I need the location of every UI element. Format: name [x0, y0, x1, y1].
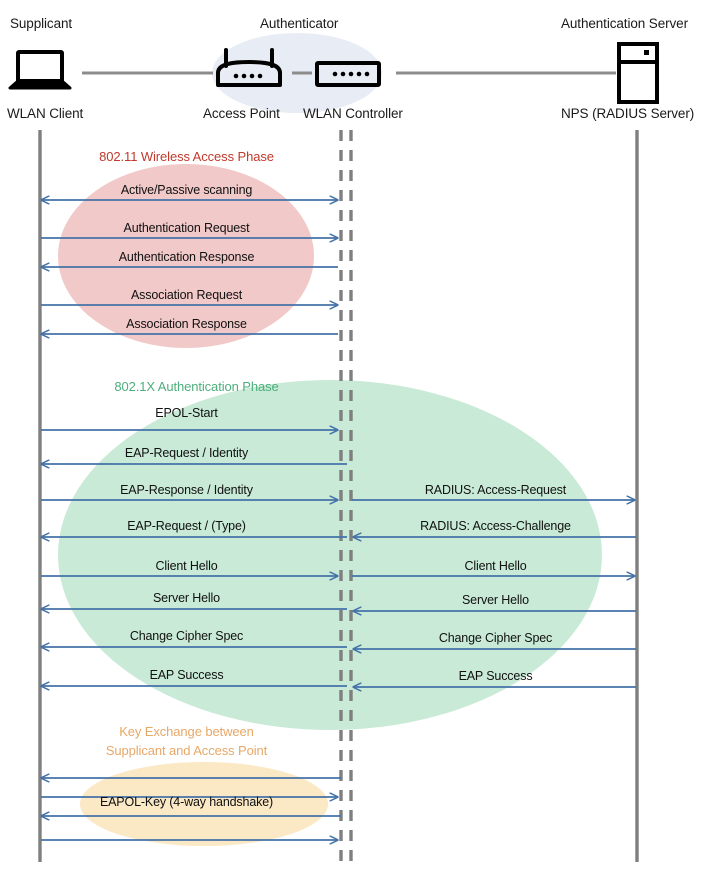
message-label-radius-access-request: RADIUS: Access-Request: [424, 483, 567, 497]
laptop-icon: [8, 50, 72, 90]
actor-device-wlan-client: WLAN Client: [7, 106, 84, 121]
message-label-eap-success-left: EAP Success: [149, 668, 224, 682]
message-label-change-cipher-spec-left: Change Cipher Spec: [129, 629, 244, 643]
message-label-association-request: Association Request: [130, 288, 243, 302]
message-label-server-hello-right: Server Hello: [462, 593, 529, 607]
phase-802-1x-ellipse: [58, 380, 602, 730]
access-point-icon: [216, 48, 282, 87]
message-label-eap-request-identity: EAP-Request / Identity: [124, 446, 249, 460]
message-label-association-response: Association Response: [126, 317, 247, 331]
actor-device-access-point: Access Point: [203, 106, 280, 121]
phase-802-11-arrows: [41, 200, 338, 334]
phase-title-802-1x: 802.1X Authentication Phase: [114, 379, 279, 394]
phase-key-exchange-ellipse: [80, 762, 328, 846]
actor-role-authentication-server: Authentication Server: [561, 16, 688, 31]
phase-title-key-exchange-line2: Supplicant and Access Point: [105, 743, 268, 758]
actor-role-authenticator: Authenticator: [260, 16, 339, 31]
message-label-client-hello-left: Client Hello: [155, 559, 218, 573]
phase-802-1x-arrows-right: [352, 500, 636, 687]
message-label-eap-response-identity: EAP-Response / Identity: [120, 483, 253, 497]
message-label-eapol-key-4-way-handshake: EAPOL-Key (4-way handshake): [99, 795, 274, 809]
message-label-authentication-response: Authentication Response: [118, 250, 255, 264]
wlan-controller-icon: [315, 61, 381, 87]
actor-device-nps-radius-server: NPS (RADIUS Server): [561, 106, 695, 121]
message-label-server-hello-left: Server Hello: [153, 591, 220, 605]
message-label-radius-access-challenge: RADIUS: Access-Challenge: [420, 519, 571, 533]
phase-title-key-exchange-line1: Key Exchange between: [119, 724, 254, 739]
phase-title-802-11: 802.11 Wireless Access Phase: [99, 149, 274, 164]
message-label-active-passive-scanning: Active/Passive scanning: [120, 183, 253, 197]
message-label-client-hello-right: Client Hello: [464, 559, 527, 573]
message-label-eap-request-type: EAP-Request / (Type): [127, 519, 246, 533]
actor-device-wlan-controller: WLAN Controller: [303, 106, 403, 121]
phase-key-exchange-arrows: [41, 778, 341, 840]
phase-802-1x-arrows-left: [41, 430, 347, 686]
message-label-change-cipher-spec-right: Change Cipher Spec: [438, 631, 553, 645]
message-label-eap-success-right: EAP Success: [458, 669, 533, 683]
phase-802-11-ellipse: [58, 164, 314, 348]
actor-role-supplicant: Supplicant: [10, 16, 73, 31]
message-label-eapol-start: EPOL-Start: [155, 406, 218, 420]
server-icon: [617, 42, 659, 104]
message-label-authentication-request: Authentication Request: [123, 221, 250, 235]
